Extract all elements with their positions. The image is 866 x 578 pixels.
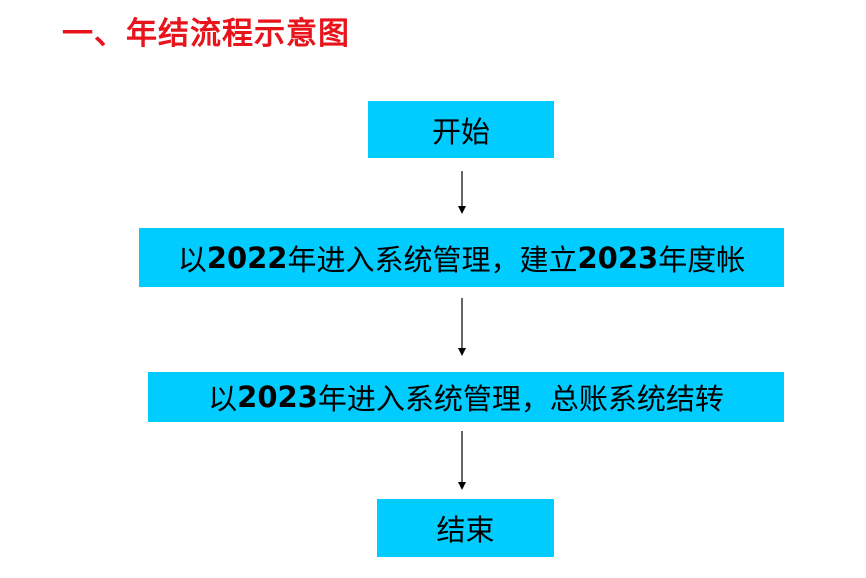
node-text-segment: 年进入系统管理，建立 bbox=[287, 242, 578, 277]
arrow-down-icon bbox=[458, 482, 466, 490]
node-text-segment: 年进入系统管理，总账系统结转 bbox=[317, 382, 724, 416]
arrow-step2-to-end bbox=[458, 431, 466, 490]
page-title: 一、年结流程示意图 bbox=[62, 16, 350, 52]
node-year-number: 2022 bbox=[206, 240, 288, 275]
arrow-start-to-step1 bbox=[458, 171, 466, 214]
flow-node-end-label: 结束 bbox=[436, 513, 495, 547]
arrow-down-icon bbox=[458, 348, 466, 356]
node-text-segment: 以 bbox=[208, 382, 238, 416]
node-year-number: 2023 bbox=[237, 380, 318, 414]
node-text-segment: 以 bbox=[177, 242, 207, 277]
node-text-segment: 年度帐 bbox=[658, 242, 746, 277]
flow-node-start-label: 开始 bbox=[431, 114, 490, 149]
arrow-step1-to-step2 bbox=[458, 298, 466, 356]
node-year-number: 2023 bbox=[577, 240, 659, 275]
flow-node-end: 结束 bbox=[377, 499, 554, 557]
flow-node-start: 开始 bbox=[368, 101, 554, 158]
arrow-down-icon bbox=[458, 206, 466, 214]
